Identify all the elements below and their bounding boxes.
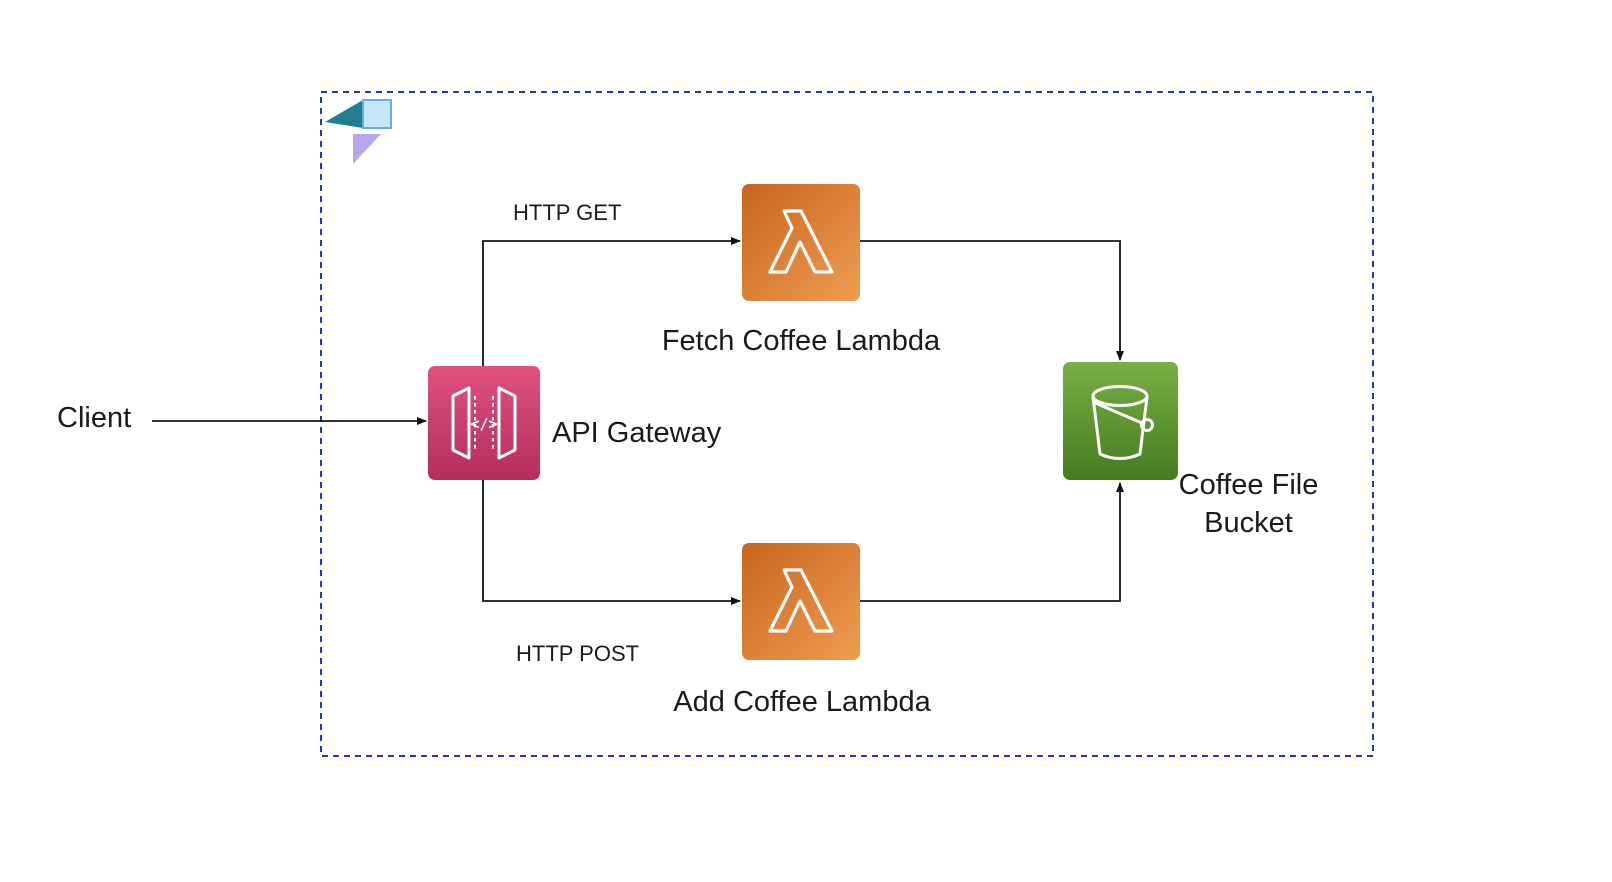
s3-bucket-icon[interactable]: [1063, 362, 1178, 480]
code-brackets-glyph: </>: [470, 415, 497, 433]
edge-add-lambda-to-bucket[interactable]: [860, 482, 1124, 602]
http-get-edge-label: HTTP GET: [513, 200, 622, 225]
fetch-lambda-label: Fetch Coffee Lambda: [661, 325, 941, 357]
add-lambda-icon[interactable]: [742, 543, 860, 660]
api-gateway-label: API Gateway: [552, 417, 722, 449]
edge-api-gateway-to-add-lambda[interactable]: [482, 480, 741, 605]
api-gateway-icon[interactable]: </>: [428, 366, 540, 480]
s3-bucket-label: Coffee File Bucket: [1178, 469, 1319, 540]
client-label: Client: [57, 402, 132, 434]
diagram-logo-icon: [323, 96, 393, 173]
http-post-edge-label: HTTP POST: [516, 641, 640, 666]
fetch-lambda-icon[interactable]: [742, 184, 860, 301]
add-lambda-label: Add Coffee Lambda: [673, 686, 931, 718]
